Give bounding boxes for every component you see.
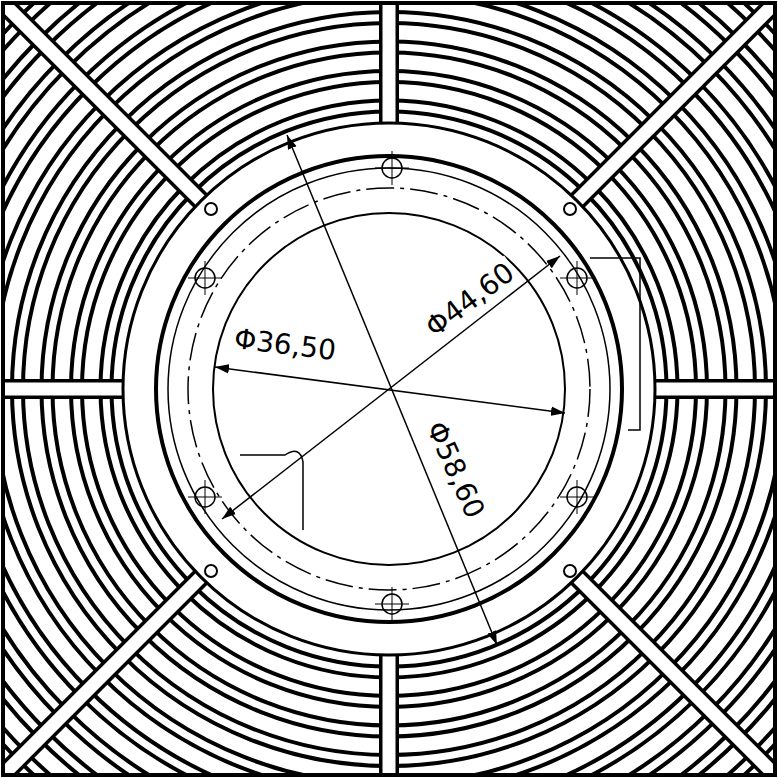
dimension-line xyxy=(215,367,565,413)
small-hole xyxy=(564,565,576,577)
grille-spoke-gap xyxy=(3,3,204,204)
grille-spoke xyxy=(3,379,127,399)
grille-spoke xyxy=(379,3,399,127)
grille-spoke xyxy=(379,651,399,775)
small-hole xyxy=(205,565,217,577)
grille-spoke-gap xyxy=(651,383,775,396)
frame-border xyxy=(3,3,775,775)
dimension-line xyxy=(287,135,497,645)
hub-ring-inner xyxy=(168,168,610,610)
small-hole xyxy=(564,203,576,215)
detail-leader xyxy=(590,258,640,430)
center-mark xyxy=(205,261,206,295)
grille-spoke xyxy=(574,574,775,775)
grille-spoke-gap xyxy=(3,383,127,396)
bolt-circle xyxy=(188,188,590,590)
grille-spoke-gap xyxy=(574,574,775,775)
center-mark xyxy=(392,151,393,185)
center-mark xyxy=(205,480,206,514)
grille-spoke xyxy=(574,3,775,204)
grille-spoke xyxy=(651,379,775,399)
guard-grille xyxy=(3,3,775,775)
hub-outline xyxy=(123,123,655,655)
grille-spoke-gap xyxy=(574,3,775,204)
center-mark xyxy=(577,480,578,514)
small-hole xyxy=(205,203,217,215)
grille-spoke-gap xyxy=(383,651,396,775)
center-mark xyxy=(577,261,578,295)
grille-spoke-gap xyxy=(3,574,204,775)
hub-ring xyxy=(156,156,622,622)
center-mark xyxy=(392,587,393,621)
grille-spoke-gap xyxy=(383,3,396,127)
grille-spoke xyxy=(3,574,204,775)
grille-spoke xyxy=(3,3,204,204)
motor-bore xyxy=(213,213,565,565)
